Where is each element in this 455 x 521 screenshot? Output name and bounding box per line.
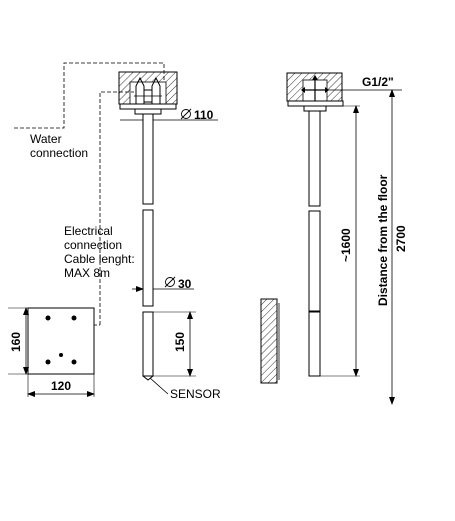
shower-pipe-right	[308, 110, 321, 377]
diameter-110-dimension: 110	[176, 108, 218, 122]
box-width-label: 120	[51, 379, 71, 393]
flange-plate-left	[134, 108, 162, 115]
electrical-label-4: MAX 8m	[64, 266, 110, 280]
control-box: 120 160	[8, 307, 100, 397]
sensor-length-dimension: 150	[153, 311, 196, 377]
floor-distance-dimension: Distance from the floor 2700	[376, 89, 408, 405]
box-height-label: 160	[9, 332, 23, 352]
electrical-connection-line	[99, 91, 134, 325]
thread-label: G1/2"	[362, 75, 394, 89]
diameter-110-label: 110	[194, 108, 214, 122]
sensor-leader	[149, 377, 169, 395]
pipe-length-dimension: ~1600	[320, 105, 360, 377]
left-view: 110 30 150 SENSOR Water connection Elect…	[14, 62, 221, 401]
water-connection-label-1: Water	[30, 132, 62, 146]
diameter-30-label: 30	[178, 277, 192, 291]
electrical-label-3: Cable lenght:	[64, 252, 135, 266]
wall-section	[260, 298, 280, 384]
diameter-30-dimension: 30	[132, 276, 194, 292]
water-connection-line	[14, 62, 165, 129]
shower-pipe-left	[142, 113, 154, 381]
flange-plate-right	[303, 105, 327, 112]
height-2700-label: 2700	[394, 225, 408, 252]
electrical-label-1: Electrical	[64, 224, 113, 238]
sensor-length-label: 150	[173, 332, 187, 352]
right-view: G1/2" ~1600 Distance from the floor 2700	[260, 72, 408, 405]
ceiling-block-left	[118, 71, 178, 105]
electrical-label-2: connection	[64, 238, 122, 252]
pipe-length-label: ~1600	[339, 228, 353, 262]
flange-left	[119, 103, 177, 110]
ceiling-block-right	[286, 72, 343, 102]
sensor-label: SENSOR	[170, 387, 221, 401]
floor-distance-label: Distance from the floor	[376, 174, 390, 306]
flange-right	[287, 100, 344, 107]
water-connection-label-2: connection	[30, 146, 88, 160]
